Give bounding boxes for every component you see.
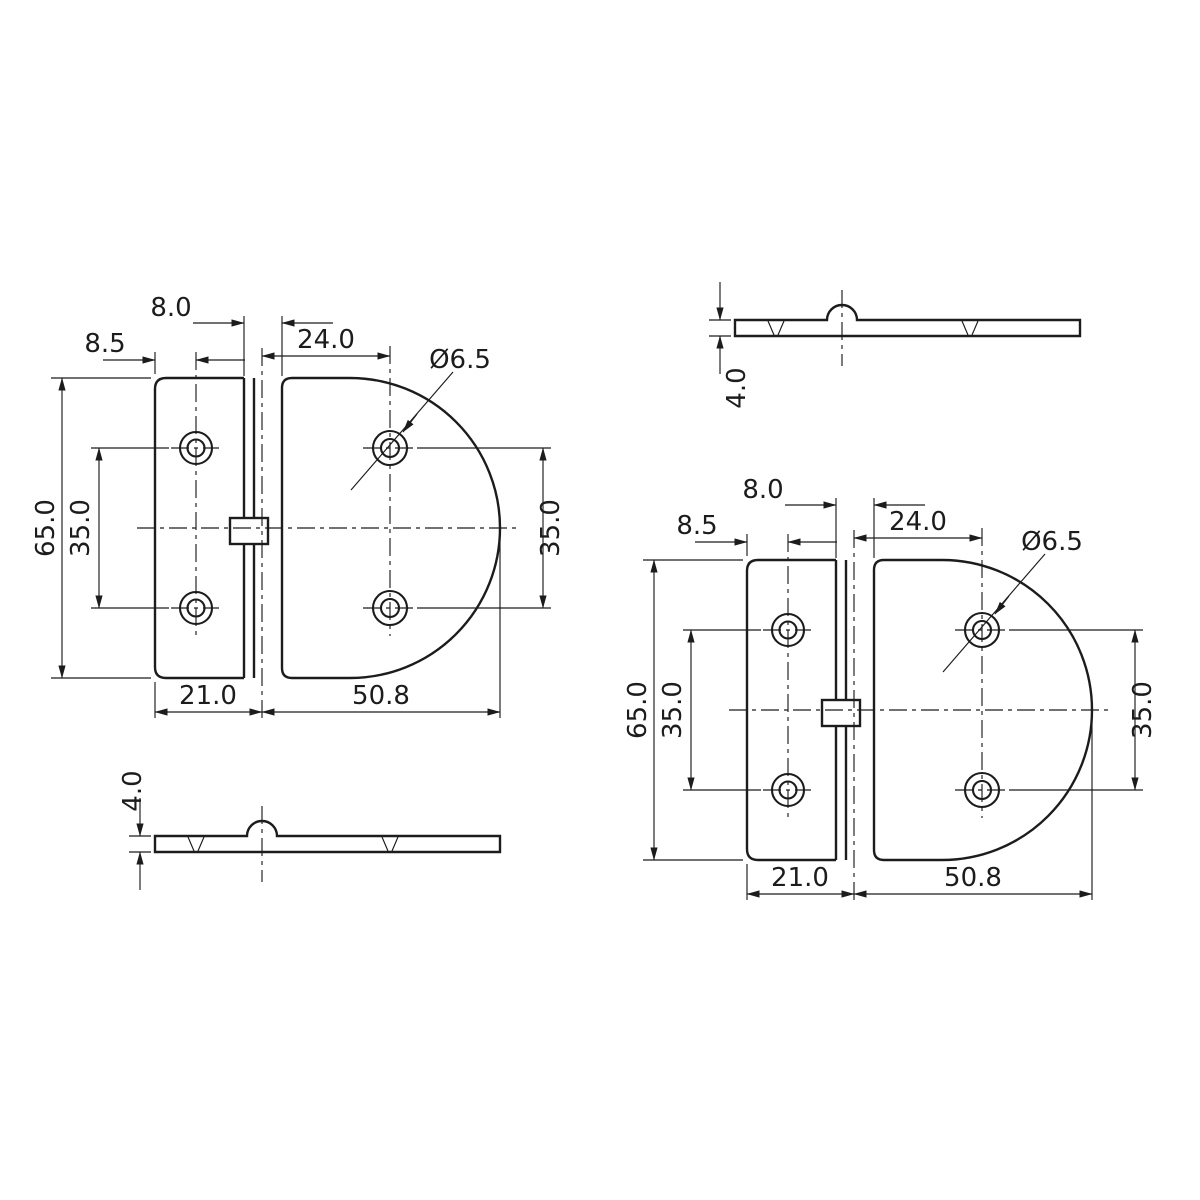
dim-right-leaf-width: 50.8 bbox=[352, 681, 410, 711]
dim-left-leaf-width: 21.0 bbox=[771, 863, 829, 893]
profile-view-bottom-left bbox=[129, 798, 500, 890]
dim-edge-to-hole: 8.5 bbox=[676, 511, 717, 541]
dim-knuckle-width: 8.0 bbox=[742, 475, 783, 505]
dim-hole-diameter: Ø6.5 bbox=[1021, 527, 1083, 557]
dim-hole-diameter: Ø6.5 bbox=[429, 345, 491, 375]
plan-view-left bbox=[51, 316, 551, 720]
labels-plan-right: 8.0 8.5 24.0 Ø6.5 65.0 35.0 35.0 21.0 50… bbox=[623, 367, 1158, 893]
labels-plan-left: 8.0 8.5 24.0 Ø6.5 65.0 35.0 35.0 21.0 50… bbox=[31, 293, 566, 812]
dim-plate-thickness: 4.0 bbox=[722, 367, 752, 408]
dim-hole-spacing-right: 35.0 bbox=[1128, 681, 1158, 739]
profile-view-top-right bbox=[709, 282, 1080, 374]
dim-overall-height: 65.0 bbox=[31, 499, 61, 557]
plan-view-right bbox=[643, 498, 1143, 902]
dim-overall-height: 65.0 bbox=[623, 681, 653, 739]
dim-hole-spacing-left: 35.0 bbox=[66, 499, 96, 557]
dim-left-leaf-width: 21.0 bbox=[179, 681, 237, 711]
dim-pin-to-hole: 24.0 bbox=[297, 325, 355, 355]
dim-plate-thickness: 4.0 bbox=[118, 770, 148, 811]
dim-right-leaf-width: 50.8 bbox=[944, 863, 1002, 893]
dim-knuckle-width: 8.0 bbox=[150, 293, 191, 323]
dim-hole-spacing-left: 35.0 bbox=[658, 681, 688, 739]
dim-pin-to-hole: 24.0 bbox=[889, 507, 947, 537]
dim-hole-spacing-right: 35.0 bbox=[536, 499, 566, 557]
dim-edge-to-hole: 8.5 bbox=[84, 329, 125, 359]
